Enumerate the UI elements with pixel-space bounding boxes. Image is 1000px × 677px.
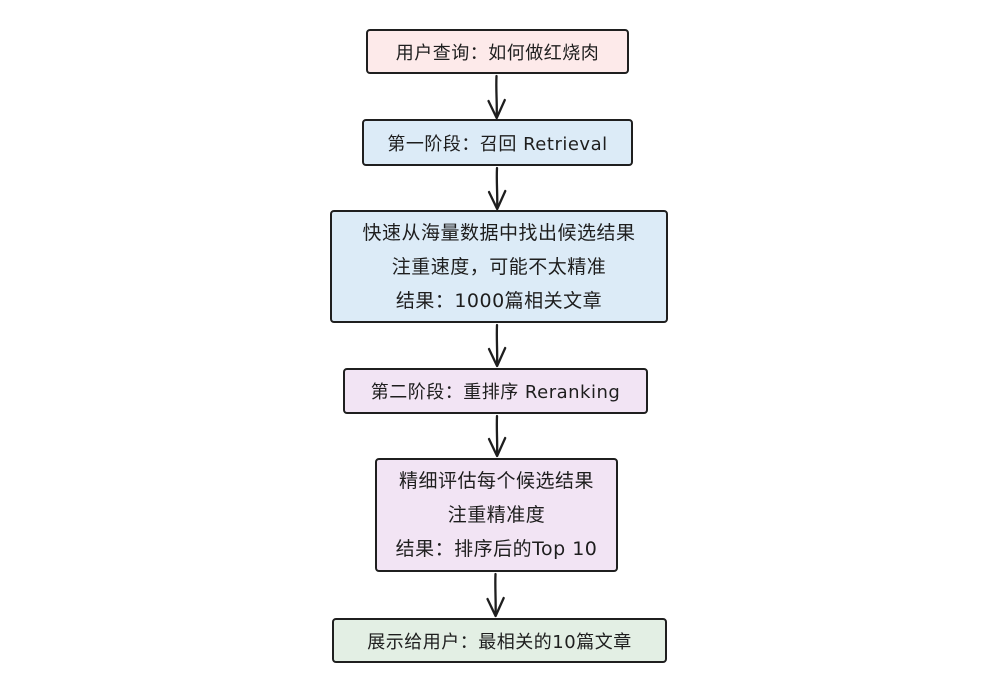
arrow-down-4 xyxy=(487,414,507,458)
arrow-down-5 xyxy=(486,572,505,618)
arrow-down-1 xyxy=(487,74,506,120)
flow-node-stage2-detail: 精细评估每个候选结果 注重精准度 结果：排序后的Top 10 xyxy=(375,458,618,572)
node-line: 第一阶段：召回 Retrieval xyxy=(387,133,608,155)
node-line: 第二阶段：重排序 Reranking xyxy=(370,382,621,403)
node-line: 展示给用户：最相关的10篇文章 xyxy=(367,631,632,653)
flow-node-final-result: 展示给用户：最相关的10篇文章 xyxy=(332,618,667,663)
node-line: 用户查询：如何做红烧肉 xyxy=(395,42,600,64)
arrow-down-3 xyxy=(487,323,507,368)
flow-node-user-query: 用户查询：如何做红烧肉 xyxy=(366,29,629,74)
node-line: 注重精准度 xyxy=(447,504,546,526)
node-line: 快速从海量数据中找出候选结果 xyxy=(362,221,636,244)
node-line: 结果：1000篇相关文章 xyxy=(395,289,603,312)
flow-node-stage1-detail: 快速从海量数据中找出候选结果 注重速度，可能不太精准 结果：1000篇相关文章 xyxy=(330,210,668,323)
flow-node-stage2-reranking: 第二阶段：重排序 Reranking xyxy=(343,368,648,414)
node-line: 精细评估每个候选结果 xyxy=(398,470,594,492)
node-line: 注重速度，可能不太精准 xyxy=(391,255,607,278)
node-line: 结果：排序后的Top 10 xyxy=(395,538,598,560)
arrow-down-2 xyxy=(487,166,507,211)
flow-node-stage1-retrieval: 第一阶段：召回 Retrieval xyxy=(362,119,633,166)
